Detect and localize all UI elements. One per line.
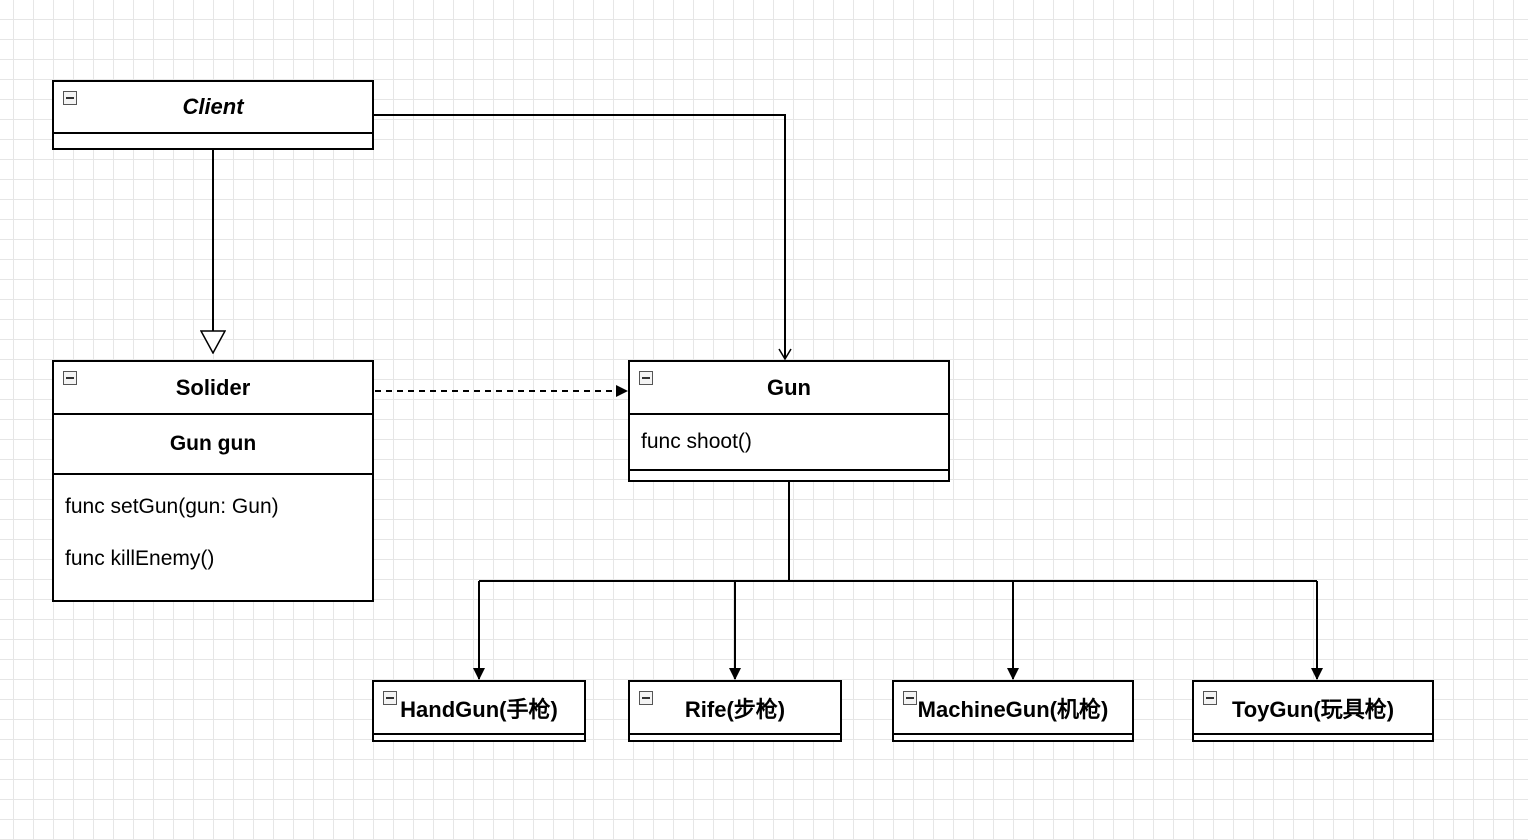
class-solider-header: Solider (54, 362, 372, 415)
minus-square-icon[interactable] (383, 691, 397, 705)
method-setgun: func setGun(gun: Gun) (65, 495, 279, 518)
class-gun[interactable]: Gun func shoot() (628, 360, 950, 482)
class-machinegun[interactable]: MachineGun(机枪) (892, 680, 1134, 742)
class-handgun-title: HandGun(手枪) (400, 696, 558, 722)
class-rife-header: Rife(步枪) (630, 682, 840, 735)
class-solider[interactable]: Solider Gun gun func setGun(gun: Gun) fu… (52, 360, 374, 602)
minus-square-icon[interactable] (63, 371, 77, 385)
class-client-header: Client (54, 82, 372, 134)
class-handgun[interactable]: HandGun(手枪) (372, 680, 586, 742)
minus-square-icon[interactable] (639, 691, 653, 705)
minus-square-icon[interactable] (1203, 691, 1217, 705)
class-client[interactable]: Client (52, 80, 374, 150)
class-toygun-header: ToyGun(玩具枪) (1194, 682, 1432, 735)
class-gun-title: Gun (767, 374, 811, 400)
minus-square-icon[interactable] (639, 371, 653, 385)
class-solider-methods: func setGun(gun: Gun) func killEnemy() (54, 475, 372, 571)
method-killenemy: func killEnemy() (65, 547, 215, 570)
class-machinegun-header: MachineGun(机枪) (894, 682, 1132, 735)
minus-square-icon[interactable] (63, 91, 77, 105)
class-client-title: Client (182, 94, 244, 119)
class-gun-header: Gun (630, 362, 948, 415)
class-machinegun-title: MachineGun(机枪) (917, 696, 1109, 722)
edge-gun-trunk (479, 481, 1317, 582)
edge-client-gun (373, 114, 785, 359)
minus-square-icon[interactable] (903, 691, 917, 705)
class-handgun-header: HandGun(手枪) (374, 682, 584, 735)
class-solider-title: Solider (175, 374, 251, 400)
class-solider-attribute: Gun gun (54, 415, 372, 475)
class-rife[interactable]: Rife(步枪) (628, 680, 842, 742)
class-toygun-title: ToyGun(玩具枪) (1231, 696, 1395, 722)
class-toygun[interactable]: ToyGun(玩具枪) (1192, 680, 1434, 742)
method-shoot: func shoot() (630, 415, 948, 471)
class-rife-title: Rife(步枪) (684, 696, 786, 722)
